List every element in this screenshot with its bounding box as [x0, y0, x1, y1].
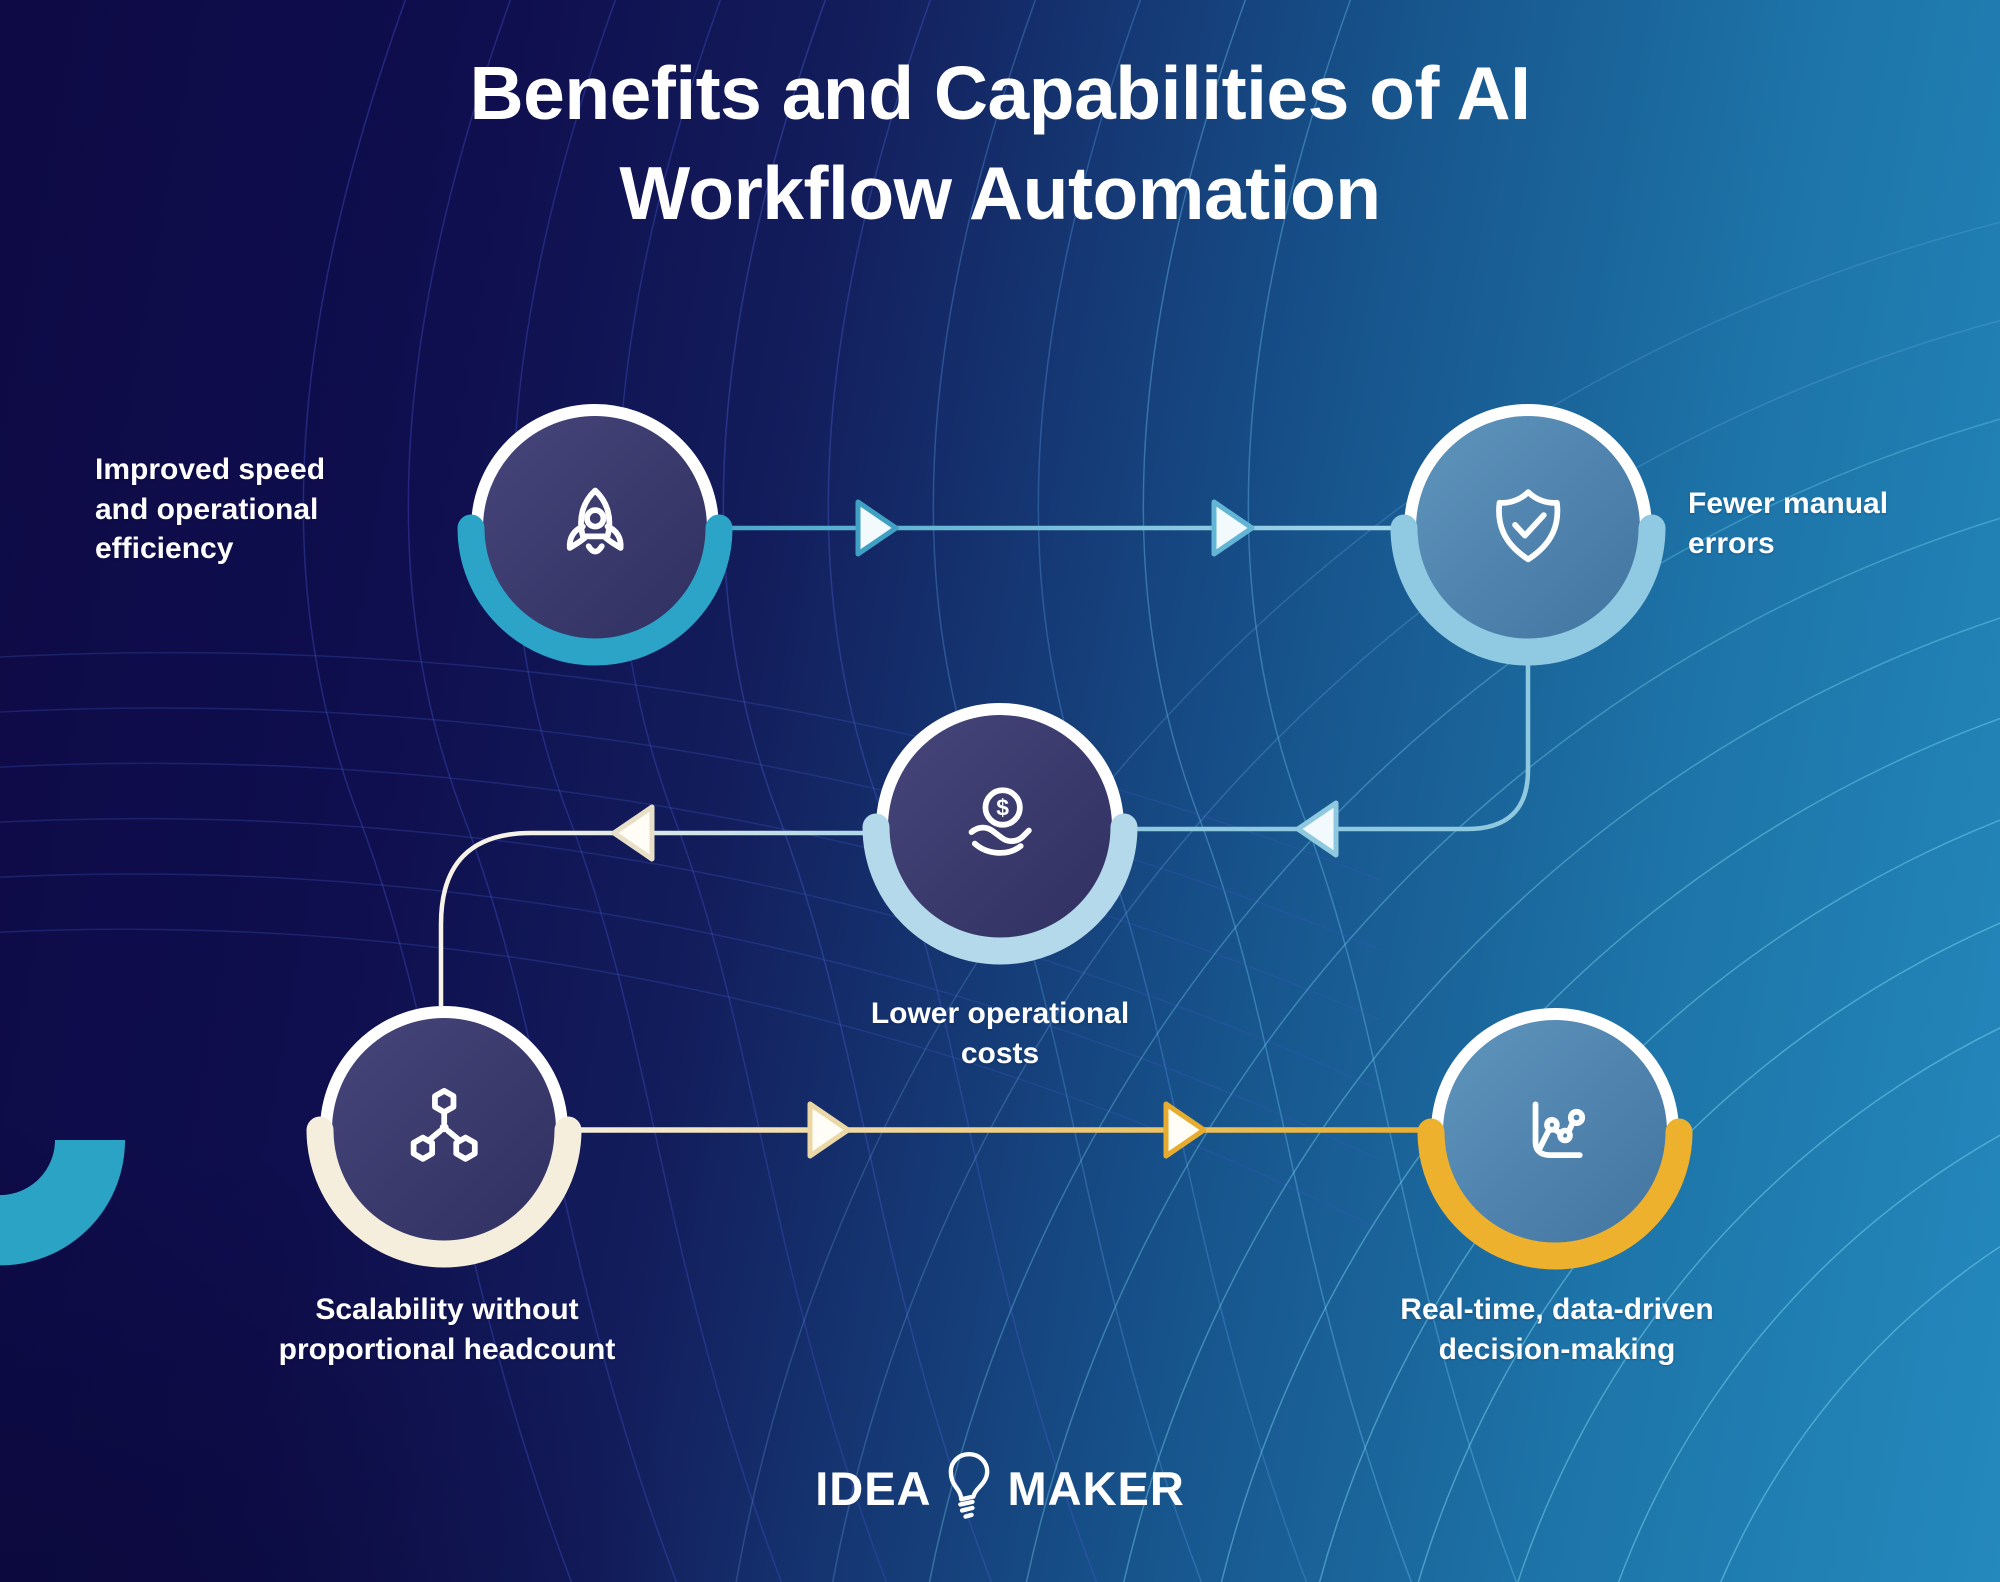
network-icon — [410, 1087, 478, 1162]
node-scalability — [294, 980, 594, 1280]
node-arc — [457, 514, 733, 666]
decorative-half-ring — [0, 1140, 126, 1266]
node-improved-speed — [445, 378, 745, 678]
arrow-left-icon — [1295, 800, 1339, 858]
lightbulb-icon — [949, 1452, 990, 1519]
label-decisions: Real-time, data-driven decision-making — [1400, 1293, 1714, 1366]
connector-errors-to-costs — [1124, 652, 1531, 832]
label-fewer-errors: Fewer manual errors — [1688, 487, 1889, 560]
coin-hand-icon: $ — [968, 787, 1032, 856]
node-arc — [1390, 514, 1666, 666]
brand-logo: IDEA MAKER — [0, 1450, 2000, 1526]
label-lower-costs: Lower operational costs — [870, 997, 1130, 1070]
node-decisions — [1405, 982, 1705, 1282]
page-title: Benefits and Capabilities of AI Workflow… — [469, 51, 1531, 235]
connector-costs-to-scalability — [438, 830, 876, 1006]
logo-word-maker: MAKER — [1007, 1461, 1185, 1515]
rocket-icon — [566, 487, 624, 555]
arrow-right-icon — [855, 499, 899, 557]
arrow-right-icon — [1163, 1101, 1207, 1159]
label-scalability: Scalability without proportional headcou… — [278, 1293, 616, 1366]
shield-check-icon — [1496, 489, 1561, 563]
arrow-left-icon — [611, 804, 655, 862]
logo-word-idea: IDEA — [815, 1461, 932, 1515]
node-arc — [306, 1116, 582, 1268]
label-improved-speed: Improved speed and operational efficienc… — [95, 453, 326, 566]
node-fewer-errors — [1378, 378, 1678, 678]
line-chart-icon — [1532, 1101, 1586, 1159]
arrow-right-icon — [1211, 499, 1255, 557]
node-arc — [862, 813, 1138, 965]
arrow-right-icon — [807, 1101, 851, 1159]
node-lower-costs: $ — [850, 677, 1150, 977]
svg-text:$: $ — [996, 795, 1009, 821]
node-arc — [1417, 1118, 1693, 1270]
